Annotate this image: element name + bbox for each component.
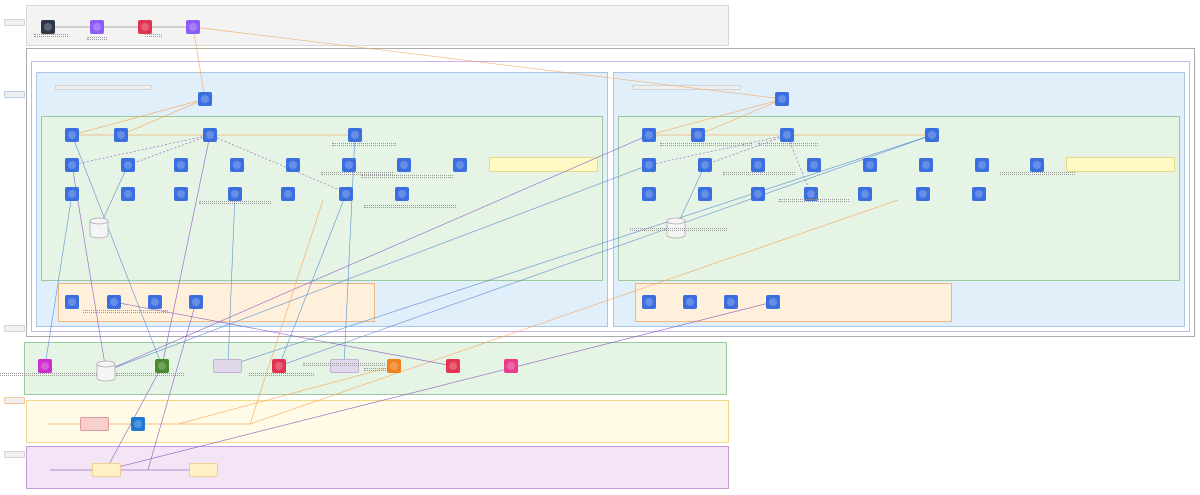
top-band	[26, 5, 729, 46]
node-caption	[1000, 172, 1075, 175]
service-node-icon[interactable]	[397, 158, 411, 172]
service-node-icon[interactable]	[698, 158, 712, 172]
service-node-icon[interactable]	[698, 187, 712, 201]
node-caption	[34, 34, 68, 37]
node-caption	[145, 34, 162, 37]
node-caption	[361, 175, 453, 178]
identity-service-icon[interactable]	[90, 20, 104, 34]
node-caption	[660, 143, 752, 146]
service-node-icon[interactable]	[972, 187, 986, 201]
shared-service-icon[interactable]	[272, 359, 286, 373]
node-caption	[364, 205, 456, 208]
node-caption	[83, 310, 168, 313]
gateway-service-icon[interactable]	[186, 20, 200, 34]
private-service-icon[interactable]	[642, 295, 656, 309]
ops-stage[interactable]	[189, 463, 218, 477]
pipeline-stage-source[interactable]	[80, 417, 109, 431]
note-left	[489, 157, 598, 172]
node-caption	[199, 201, 271, 204]
service-node-icon[interactable]	[691, 128, 705, 142]
node-caption	[87, 37, 107, 40]
service-node-icon[interactable]	[916, 187, 930, 201]
service-node-icon[interactable]	[203, 128, 217, 142]
private-service-icon[interactable]	[148, 295, 162, 309]
service-node-icon[interactable]	[863, 158, 877, 172]
service-node-icon[interactable]	[174, 187, 188, 201]
shared-queue[interactable]	[330, 359, 359, 373]
service-node-icon[interactable]	[121, 187, 135, 201]
node-caption	[723, 172, 795, 175]
service-node-icon[interactable]	[925, 128, 939, 142]
node-caption	[332, 143, 396, 146]
ops-stage[interactable]	[92, 463, 121, 477]
service-node-icon[interactable]	[65, 158, 79, 172]
shared-service-icon[interactable]	[38, 359, 52, 373]
node-caption	[249, 373, 314, 376]
service-node-icon[interactable]	[395, 187, 409, 201]
service-node-icon[interactable]	[453, 158, 467, 172]
vpc-database-icon[interactable]	[89, 217, 109, 239]
private-service-icon[interactable]	[107, 295, 121, 309]
pipeline-lane-purple	[26, 446, 729, 489]
shared-service-icon[interactable]	[155, 359, 169, 373]
cloud-root-icon[interactable]	[41, 20, 55, 34]
node-caption	[0, 373, 97, 376]
service-node-icon[interactable]	[121, 158, 135, 172]
private-service-icon[interactable]	[189, 295, 203, 309]
lane-label-shared	[4, 325, 25, 332]
service-node-icon[interactable]	[65, 187, 79, 201]
shared-service-icon[interactable]	[446, 359, 460, 373]
service-node-icon[interactable]	[751, 158, 765, 172]
vpc-gateway-icon[interactable]	[775, 92, 789, 106]
node-caption	[779, 199, 849, 202]
vpc-right-title	[632, 85, 741, 90]
lane-label-pipeline	[4, 397, 25, 404]
service-node-icon[interactable]	[65, 128, 79, 142]
note-right	[1066, 157, 1175, 172]
service-node-icon[interactable]	[858, 187, 872, 201]
service-node-icon[interactable]	[281, 187, 295, 201]
service-node-icon[interactable]	[1030, 158, 1044, 172]
service-node-icon[interactable]	[230, 158, 244, 172]
service-node-icon[interactable]	[642, 128, 656, 142]
service-node-icon[interactable]	[804, 187, 818, 201]
shared-database-icon[interactable]	[96, 360, 116, 382]
node-caption	[630, 228, 727, 231]
service-node-icon[interactable]	[228, 187, 242, 201]
node-caption	[303, 363, 385, 366]
private-group-left	[58, 283, 375, 322]
node-caption	[116, 373, 184, 376]
service-node-icon[interactable]	[807, 158, 821, 172]
vpc-left-title	[55, 85, 152, 90]
shared-service-icon[interactable]	[387, 359, 401, 373]
private-service-icon[interactable]	[65, 295, 79, 309]
service-node-icon[interactable]	[642, 158, 656, 172]
service-node-icon[interactable]	[174, 158, 188, 172]
private-service-icon[interactable]	[683, 295, 697, 309]
service-node-icon[interactable]	[286, 158, 300, 172]
pipeline-build-icon[interactable]	[131, 417, 145, 431]
node-caption	[758, 143, 818, 146]
node-caption	[321, 172, 393, 175]
lane-label-ops	[4, 451, 25, 458]
service-node-icon[interactable]	[780, 128, 794, 142]
private-service-icon[interactable]	[724, 295, 738, 309]
service-node-icon[interactable]	[342, 158, 356, 172]
shared-queue[interactable]	[213, 359, 242, 373]
node-caption	[364, 368, 386, 371]
security-service-icon[interactable]	[138, 20, 152, 34]
service-node-icon[interactable]	[339, 187, 353, 201]
service-node-icon[interactable]	[642, 187, 656, 201]
service-node-icon[interactable]	[919, 158, 933, 172]
lane-label-network	[4, 91, 25, 98]
service-node-icon[interactable]	[348, 128, 362, 142]
service-node-icon[interactable]	[751, 187, 765, 201]
vpc-gateway-icon[interactable]	[198, 92, 212, 106]
vpc-database-icon[interactable]	[666, 217, 686, 239]
service-node-icon[interactable]	[114, 128, 128, 142]
lane-label-top	[4, 19, 25, 26]
service-node-icon[interactable]	[975, 158, 989, 172]
private-service-icon[interactable]	[766, 295, 780, 309]
shared-service-icon[interactable]	[504, 359, 518, 373]
